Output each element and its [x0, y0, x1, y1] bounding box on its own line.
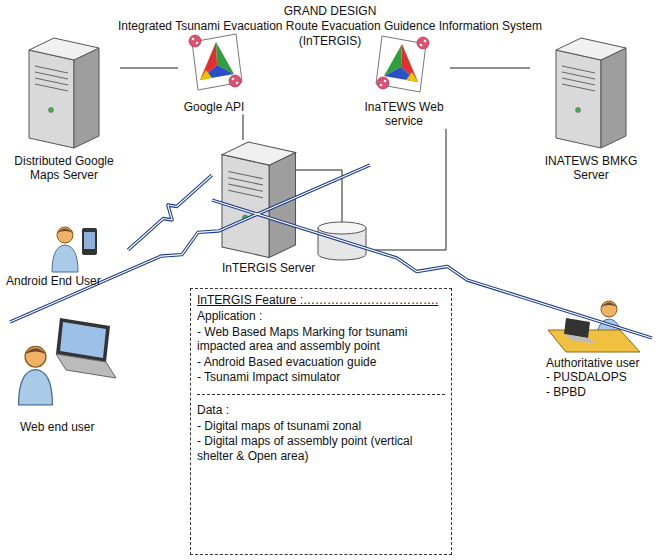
server-node: INATEWS BMKG Server: [530, 36, 652, 183]
node-label: Web end user: [20, 420, 122, 434]
node-label: Authoritative user: [546, 356, 652, 370]
node-label: Distributed Google Maps Server: [8, 154, 120, 183]
api-node: Google API: [178, 30, 250, 114]
web-service-icon: [376, 36, 429, 92]
wireless-link-inner: [128, 175, 212, 250]
person-icon: [52, 227, 78, 272]
node-label: InTERGIS Server: [222, 261, 370, 275]
wireless-link: [128, 175, 212, 250]
node-label: Google API: [178, 100, 250, 114]
node-label: - Tsunami Impact simulator: [197, 370, 445, 384]
connector: [243, 114, 244, 140]
user-node: Authoritative user- PUSDALOPS- BPBD: [540, 298, 652, 399]
subtitle: Integrated Tsunami Evacuation Route Evac…: [95, 19, 565, 49]
intergis-server-node: InTERGIS Server: [212, 140, 370, 275]
connector: [120, 68, 178, 69]
node-label: - Digital maps of tsunami zonal: [197, 419, 445, 433]
feature-box: InTERGIS Feature :……………………………. Applicatio…: [190, 288, 452, 555]
server-icon: [556, 38, 626, 148]
server-icon: [222, 142, 296, 258]
title-block: GRAND DESIGNIntegrated Tsunami Evacuatio…: [95, 4, 565, 49]
title: GRAND DESIGN: [95, 4, 565, 19]
phone-icon: [82, 228, 97, 255]
wireless-link-inner: [212, 200, 652, 338]
connector: [370, 129, 446, 250]
node-label: - Digital maps of assembly point (vertic…: [197, 434, 445, 463]
wireless-link: [212, 200, 652, 338]
node-label: - Web Based Maps Marking for tsunami imp…: [197, 325, 445, 354]
node-label: INATEWS BMKG Server: [530, 154, 652, 183]
node-label: Android End User: [6, 274, 128, 288]
user-node: Android End User: [4, 222, 128, 288]
laptop-icon: [56, 318, 116, 378]
connector: [450, 68, 530, 69]
server-icon: [29, 38, 99, 148]
api-icon: [189, 34, 242, 90]
node-label: InaTEWS Web service: [358, 100, 450, 129]
node-label: Data :: [197, 394, 445, 417]
node-label: Application :: [197, 309, 445, 323]
node-label: - Android Based evacuation guide: [197, 355, 445, 369]
node-label: InTERGIS Feature :…………………………….: [197, 293, 445, 307]
person-icon: [19, 346, 53, 405]
user-node: Web end user: [10, 312, 122, 434]
desk-icon: [548, 318, 640, 352]
node-label: - BPBD: [546, 385, 652, 399]
server-node: Distributed Google Maps Server: [8, 36, 120, 183]
web-service-node: InaTEWS Web service: [358, 32, 450, 129]
node-label: - PUSDALOPS: [546, 370, 652, 384]
